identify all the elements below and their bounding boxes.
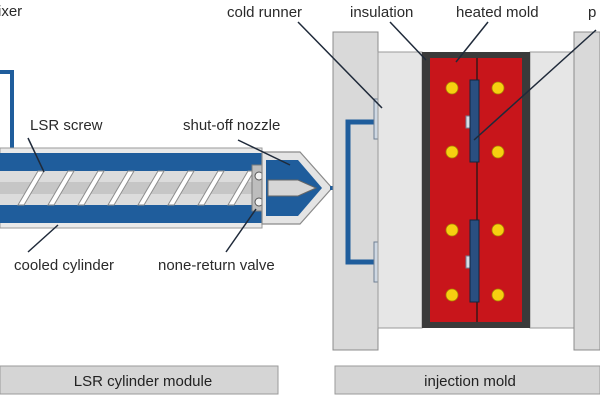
label-cold-runner: cold runner [227, 4, 302, 21]
label-shutoff-nozzle: shut-off nozzle [183, 117, 280, 134]
module-label-mold: injection mold [424, 373, 516, 390]
leader-none-return-valve [225, 208, 257, 253]
heater-dot [445, 145, 459, 159]
leader-lsr-screw [27, 137, 45, 173]
label-part: p [588, 4, 596, 21]
mixer-feed-line [0, 70, 14, 150]
leader-heated-mold [455, 21, 489, 63]
mold-spacer-right [529, 51, 575, 329]
cooling-channel-top [0, 153, 262, 171]
leader-cooled-cylinder [27, 224, 59, 253]
module-bar-mold [334, 365, 600, 395]
cooling-channel-bottom [0, 205, 262, 223]
lsr-screw [0, 182, 258, 194]
mold-spacer-left [377, 51, 423, 329]
heater-dot [491, 81, 505, 95]
heater-dot [491, 145, 505, 159]
leader-insulation [389, 21, 427, 61]
heated-mold-right-half [478, 58, 522, 322]
heater-dot [445, 223, 459, 237]
mold-plate-left [332, 31, 379, 351]
leader-cold-runner [297, 21, 383, 109]
label-heated-mold: heated mold [456, 4, 539, 21]
leader-shutoff-nozzle [237, 139, 291, 166]
label-lsr-screw: LSR screw [30, 117, 103, 134]
module-label-cylinder: LSR cylinder module [74, 373, 212, 390]
heater-dots [445, 81, 505, 302]
screw-flights [17, 170, 255, 206]
leader-part [473, 29, 597, 141]
heater-dot [491, 223, 505, 237]
shutoff-needle [267, 179, 318, 197]
label-mixer: ixer [0, 3, 22, 20]
mold-plate-right [573, 31, 600, 351]
label-insulation: insulation [350, 4, 413, 21]
molded-part-bottom [469, 219, 480, 303]
label-none-return-valve: none-return valve [158, 257, 275, 274]
molded-part-top [469, 79, 480, 163]
heater-dot [491, 288, 505, 302]
heater-dot [445, 81, 459, 95]
label-cooled-cylinder: cooled cylinder [14, 257, 114, 274]
module-bar-cylinder [0, 365, 279, 395]
heater-dot [445, 288, 459, 302]
heated-mold-left-half [430, 58, 476, 322]
